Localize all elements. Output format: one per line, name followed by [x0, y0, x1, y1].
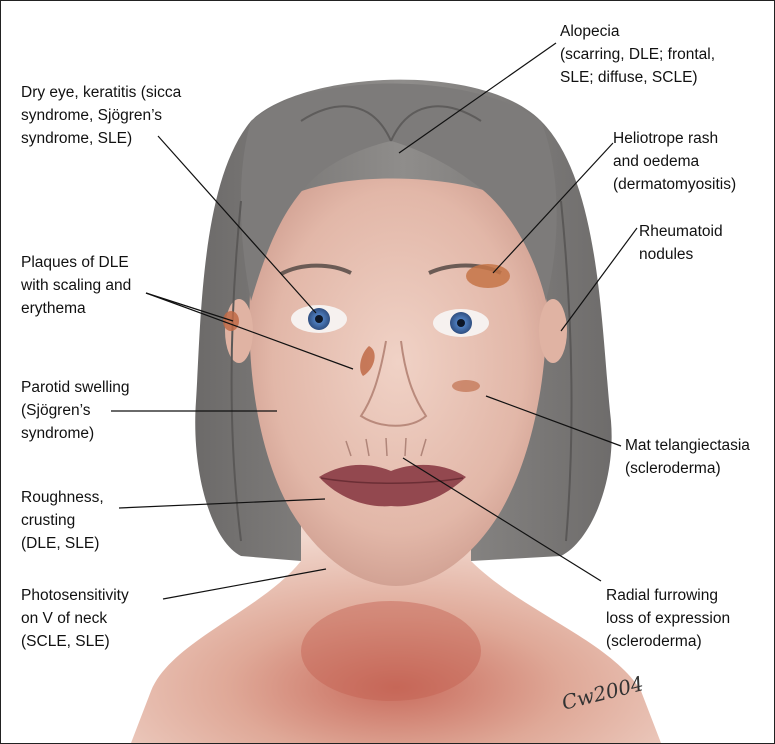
label-dry-eye: Dry eye, keratitis (sicca syndrome, Sjög…: [21, 81, 181, 150]
label-photosensitivity: Photosensitivity on V of neck (SCLE, SLE…: [21, 584, 129, 653]
label-plaques: Plaques of DLE with scaling and erythema: [21, 251, 131, 320]
label-parotid: Parotid swelling (Sjögren’s syndrome): [21, 376, 130, 445]
line-radial: [403, 458, 601, 581]
line-rheumatoid: [561, 228, 637, 331]
line-roughness: [119, 499, 325, 508]
label-roughness: Roughness, crusting (DLE, SLE): [21, 486, 104, 555]
label-rheumatoid: Rheumatoid nodules: [639, 220, 723, 266]
line-heliotrope: [493, 143, 613, 273]
line-alopecia: [399, 43, 556, 153]
line-telangiectasia: [486, 396, 621, 446]
line-photosensitivity: [163, 569, 326, 599]
label-telangiectasia: Mat telangiectasia (scleroderma): [625, 434, 750, 480]
label-heliotrope: Heliotrope rash and oedema (dermatomyosi…: [613, 127, 736, 196]
label-radial: Radial furrowing loss of expression (scl…: [606, 584, 730, 653]
line-dry-eye: [158, 136, 316, 313]
line-plaques-nose: [146, 293, 353, 369]
label-alopecia: Alopecia (scarring, DLE; frontal, SLE; d…: [560, 20, 715, 89]
